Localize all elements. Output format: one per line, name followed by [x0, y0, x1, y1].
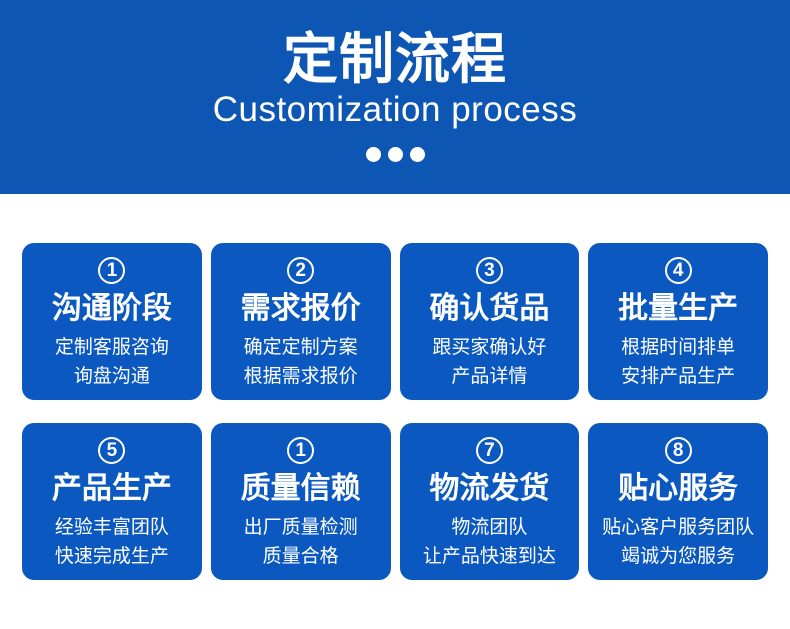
step-title: 产品生产 — [51, 472, 172, 505]
step-description-line1: 经验丰富团队 — [54, 517, 169, 538]
step-card-3: 3 确认货品 跟买家确认好 产品详情 — [399, 243, 580, 400]
step-card-6: 1 质量信赖 出厂质量检测 质量合格 — [210, 423, 391, 580]
step-description-line2: 产品详情 — [451, 366, 528, 387]
step-number-badge: 3 — [475, 257, 503, 284]
dot-icon — [365, 147, 381, 162]
step-title: 需求报价 — [240, 292, 361, 325]
step-number-badge: 5 — [98, 437, 126, 464]
step-description-line2: 快速完成生产 — [54, 546, 169, 567]
step-description-line2: 让产品快速到达 — [422, 546, 556, 567]
step-description-line1: 出厂质量检测 — [243, 517, 358, 538]
step-title: 贴心服务 — [618, 472, 739, 505]
step-title: 确认货品 — [429, 292, 550, 325]
step-description: 确定定制方案 根据需求报价 — [244, 333, 358, 391]
step-description: 跟买家确认好 产品详情 — [432, 333, 546, 391]
step-description-line1: 确定定制方案 — [243, 337, 358, 358]
step-number-badge: 4 — [664, 257, 692, 284]
step-description-line1: 根据时间排单 — [621, 337, 736, 358]
step-description-line1: 物流团队 — [451, 517, 528, 538]
dot-icon — [387, 147, 403, 162]
step-title: 沟通阶段 — [51, 292, 172, 325]
step-number-badge: 1 — [98, 257, 126, 284]
step-description: 经验丰富团队 快速完成生产 — [55, 513, 169, 571]
step-title: 批量生产 — [618, 292, 739, 325]
dot-icon — [409, 147, 425, 162]
step-description-line2: 询盘沟通 — [73, 366, 150, 387]
step-description-line2: 安排产品生产 — [621, 366, 736, 387]
step-description: 出厂质量检测 质量合格 — [244, 513, 358, 571]
step-card-8: 8 贴心服务 贴心客户服务团队 竭诚为您服务 — [588, 423, 768, 580]
step-description-line1: 贴心客户服务团队 — [602, 517, 755, 538]
step-description: 物流团队 让产品快速到达 — [423, 513, 556, 571]
page-subtitle: Customization process — [212, 90, 578, 129]
step-description-line2: 质量合格 — [262, 546, 339, 567]
step-description-line2: 竭诚为您服务 — [621, 546, 736, 567]
step-description: 贴心客户服务团队 竭诚为您服务 — [602, 513, 754, 571]
step-card-7: 7 物流发货 物流团队 让产品快速到达 — [399, 423, 580, 580]
step-number-badge: 2 — [287, 257, 315, 284]
step-description: 根据时间排单 安排产品生产 — [621, 333, 735, 391]
step-title: 物流发货 — [429, 472, 550, 505]
step-card-5: 5 产品生产 经验丰富团队 快速完成生产 — [22, 423, 202, 580]
step-card-1: 1 沟通阶段 定制客服咨询 询盘沟通 — [22, 243, 202, 400]
step-card-4: 4 批量生产 根据时间排单 安排产品生产 — [588, 243, 768, 400]
step-number-badge: 7 — [475, 437, 503, 464]
dots-decoration — [365, 147, 425, 162]
step-number-badge: 8 — [664, 437, 692, 464]
step-description: 定制客服咨询 询盘沟通 — [55, 333, 169, 391]
step-number-badge: 1 — [287, 437, 315, 464]
step-description-line2: 根据需求报价 — [243, 366, 358, 387]
step-description-line1: 跟买家确认好 — [432, 337, 547, 358]
step-card-2: 2 需求报价 确定定制方案 根据需求报价 — [210, 243, 391, 400]
page-title: 定制流程 — [282, 28, 507, 90]
step-title: 质量信赖 — [240, 472, 361, 505]
header-banner: 定制流程 Customization process — [0, 0, 790, 194]
steps-grid: 1 沟通阶段 定制客服咨询 询盘沟通 2 需求报价 确定定制方案 根据需求报价 … — [0, 243, 790, 580]
step-description-line1: 定制客服咨询 — [54, 337, 169, 358]
